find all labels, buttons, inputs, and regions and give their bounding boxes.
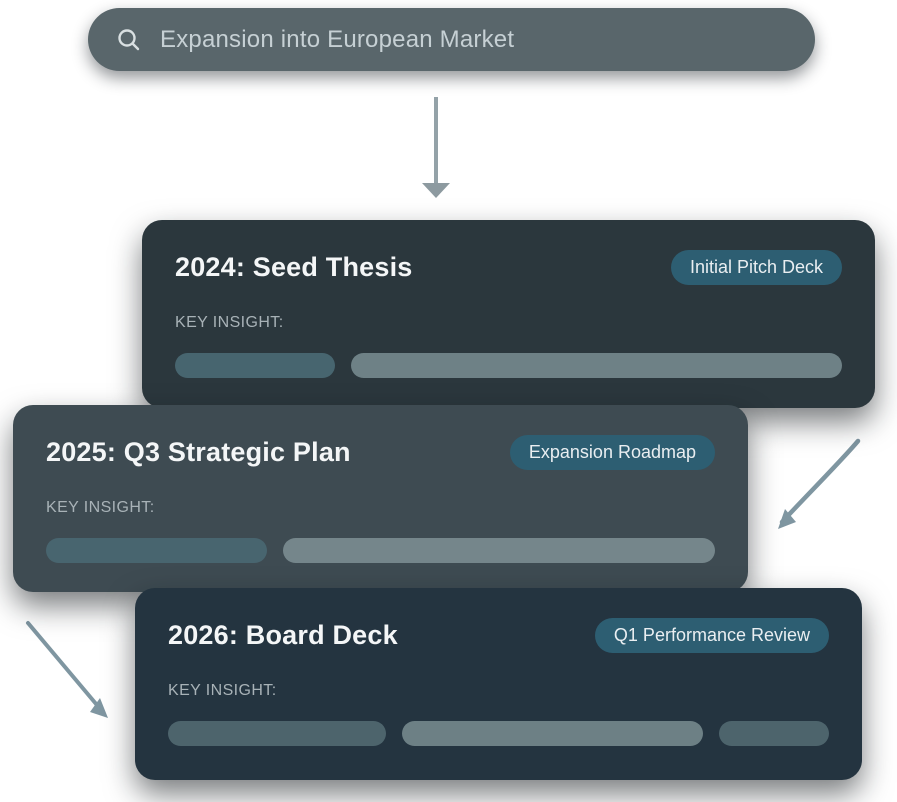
placeholder-bar <box>283 538 715 563</box>
placeholder-bar <box>719 721 829 746</box>
card-header: 2024: Seed Thesis Initial Pitch Deck <box>175 250 842 285</box>
key-insight-label: KEY INSIGHT: <box>168 682 277 699</box>
search-query[interactable]: Expansion into European Market <box>160 25 515 53</box>
placeholder-bars <box>175 353 842 378</box>
card-badge[interactable]: Expansion Roadmap <box>509 435 715 470</box>
placeholder-bar <box>402 721 703 746</box>
key-insight-label: KEY INSIGHT: <box>46 499 155 516</box>
placeholder-bar <box>351 353 842 378</box>
search-icon <box>114 25 144 55</box>
placeholder-bar <box>46 538 267 563</box>
document-card-2024[interactable]: 2024: Seed Thesis Initial Pitch Deck KEY… <box>142 220 875 408</box>
arrow-down-icon <box>422 97 450 198</box>
placeholder-bar <box>175 353 335 378</box>
card-header: 2025: Q3 Strategic Plan Expansion Roadma… <box>46 435 715 470</box>
key-insight-label: KEY INSIGHT: <box>175 314 284 331</box>
card-title: 2026: Board Deck <box>168 620 398 650</box>
card-badge[interactable]: Initial Pitch Deck <box>670 250 842 285</box>
placeholder-bars <box>46 538 715 563</box>
document-card-2025[interactable]: 2025: Q3 Strategic Plan Expansion Roadma… <box>13 405 748 592</box>
card-badge[interactable]: Q1 Performance Review <box>594 618 829 653</box>
card-title: 2024: Seed Thesis <box>175 252 413 282</box>
card-header: 2026: Board Deck Q1 Performance Review <box>168 618 829 653</box>
placeholder-bars <box>168 721 829 746</box>
card-title: 2025: Q3 Strategic Plan <box>46 437 351 467</box>
diagonal-arrow-left-icon <box>26 621 108 718</box>
placeholder-bar <box>168 721 386 746</box>
document-card-2026[interactable]: 2026: Board Deck Q1 Performance Review K… <box>135 588 862 780</box>
search-bar[interactable]: Expansion into European Market <box>88 8 815 71</box>
curved-arrow-right-icon <box>778 438 861 529</box>
